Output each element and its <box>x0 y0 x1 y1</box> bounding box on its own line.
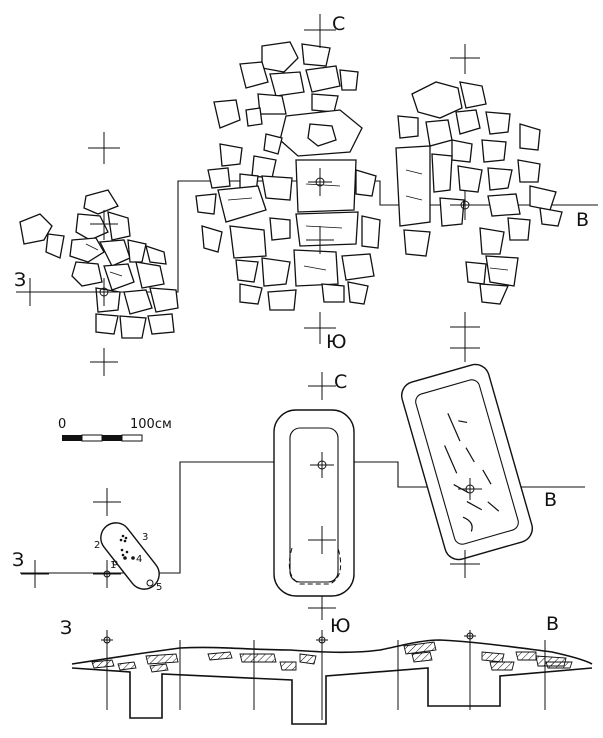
stone-cluster-central <box>195 41 381 311</box>
ground-surface-line <box>71 639 593 665</box>
stone-cluster-west <box>19 189 179 339</box>
find-number-3: 3 <box>142 532 148 543</box>
west-grave-pit: 2 3 4 1 5 <box>94 522 162 593</box>
section-west-label: З <box>60 617 72 639</box>
top-east-label: В <box>576 209 589 231</box>
find-number-5: 5 <box>156 582 162 593</box>
stone-cluster-east <box>395 81 563 305</box>
find-number-4: 4 <box>136 554 142 565</box>
section-vertical-markers <box>101 630 546 720</box>
central-grave-pit <box>273 409 355 597</box>
find-number-1: 1 <box>110 560 116 571</box>
section-profile: З В <box>60 613 593 725</box>
top-plan: С Ю З В <box>14 13 598 376</box>
find-number-2: 2 <box>94 540 100 551</box>
top-south-label: Ю <box>326 331 347 353</box>
scale-bar: 0 100см <box>58 417 172 442</box>
scale-end-label: 100см <box>130 417 172 432</box>
bottom-plan: 2 3 4 1 5 <box>12 334 585 637</box>
bottom-plan-survey-crosses <box>21 334 482 620</box>
section-east-label: В <box>546 613 559 635</box>
scale-start-label: 0 <box>58 417 66 432</box>
top-north-label: С <box>332 13 345 35</box>
top-west-label: З <box>14 269 26 291</box>
east-grave-pit <box>401 363 533 561</box>
section-base-line <box>71 667 593 725</box>
find-dots <box>112 534 154 587</box>
bottom-west-label: З <box>12 549 24 571</box>
skeletal-remains <box>444 413 500 532</box>
bottom-north-label: С <box>334 371 347 393</box>
top-plan-survey-crosses <box>16 14 480 376</box>
stone-cross-sections <box>91 641 573 673</box>
bottom-south-label: Ю <box>330 615 351 637</box>
bottom-east-label: В <box>544 489 557 511</box>
